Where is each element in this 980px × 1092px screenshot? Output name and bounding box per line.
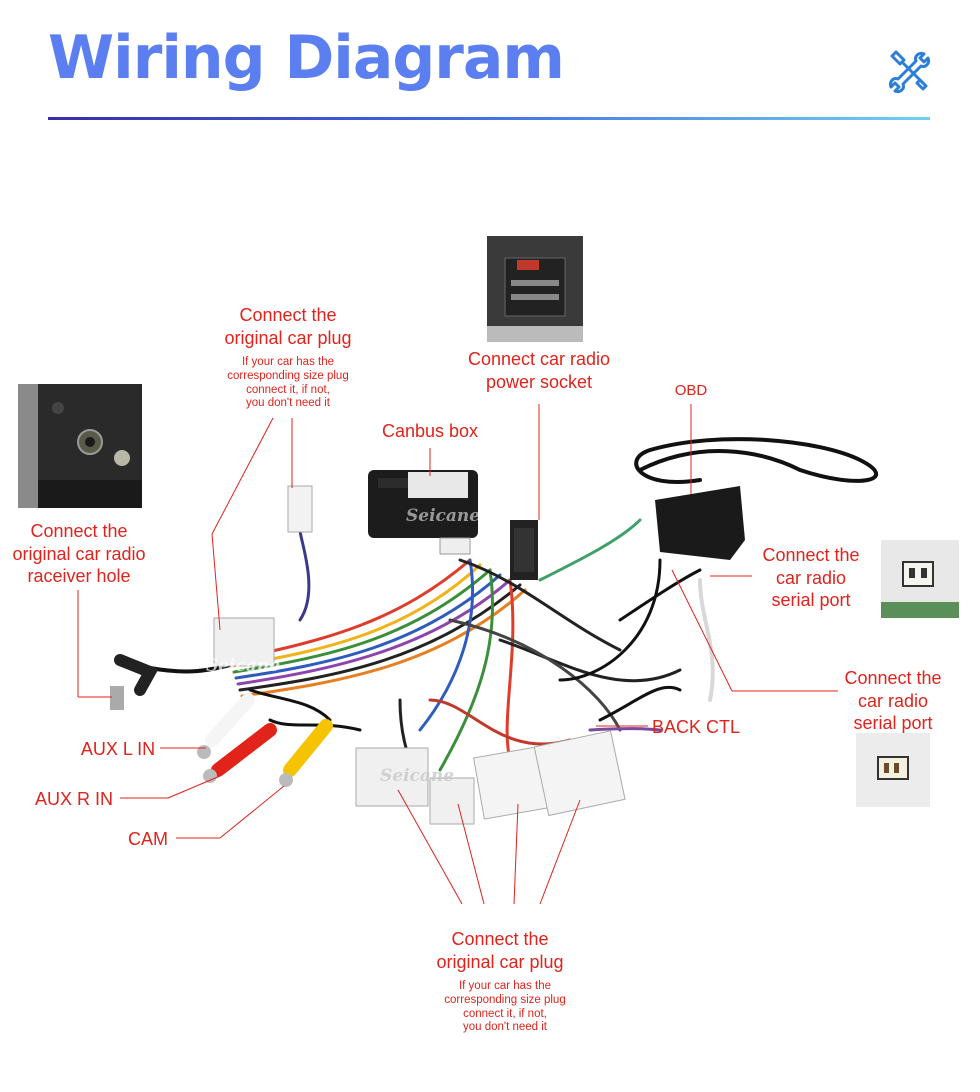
- label-line: Connect the: [239, 305, 337, 325]
- watermark: Seicane: [206, 656, 281, 676]
- label-line: Connect the: [844, 668, 942, 688]
- label-power-socket: Connect car radio power socket: [454, 348, 624, 393]
- label-back-ctl: BACK CTL: [652, 717, 741, 737]
- label-line: Connect the: [762, 545, 860, 565]
- note-line: connect it, if not,: [463, 1007, 547, 1020]
- note-line: you don't need it: [462, 1021, 548, 1034]
- label-original-plug-bottom: Connect the original car plug: [420, 928, 580, 973]
- note-original-plug-top: If your car has the corresponding size p…: [208, 356, 368, 411]
- note-line: corresponding size plug: [444, 993, 566, 1006]
- label-serial-port-1: Connect the car radio serial port: [752, 544, 870, 612]
- label-line: car radio: [775, 567, 847, 588]
- power-socket-photo: [487, 236, 583, 342]
- label-line: power socket: [485, 371, 593, 392]
- watermark: Seicane: [406, 506, 481, 526]
- label-cam: CAM: [128, 829, 168, 849]
- label-line: Connect the: [451, 929, 549, 949]
- label-line: original car plug: [436, 951, 564, 972]
- label-line: car radio: [857, 690, 929, 711]
- label-line: original car plug: [224, 327, 352, 348]
- label-line: original car radio: [12, 543, 146, 564]
- label-line: serial port: [853, 713, 933, 733]
- tools-icon: [889, 50, 930, 93]
- label-receiver-hole: Connect the original car radio raceiver …: [4, 520, 154, 588]
- label-canbus-box: Canbus box: [381, 421, 479, 441]
- note-line: If your car has the: [458, 980, 552, 992]
- label-aux-r: AUX R IN: [34, 789, 113, 809]
- label-line: Connect the: [30, 521, 128, 541]
- serial-port-photo-1: [881, 540, 959, 618]
- note-line: connect it, if not,: [246, 383, 330, 396]
- title-underline: [48, 117, 930, 120]
- label-serial-port-2: Connect the car radio serial port: [834, 667, 952, 735]
- serial-port-photo-2: [856, 733, 930, 807]
- obd-box: [655, 486, 745, 560]
- receiver-hole-photo: [18, 384, 142, 508]
- label-line: raceiver hole: [27, 566, 131, 586]
- page-title: Wiring Diagram: [48, 23, 565, 93]
- label-obd: OBD: [674, 382, 708, 399]
- label-line: Connect car radio: [467, 349, 611, 369]
- label-original-plug-top: Connect the original car plug: [208, 304, 368, 349]
- note-line: If your car has the: [241, 356, 335, 368]
- watermark: Seicane: [380, 766, 455, 786]
- note-line: corresponding size plug: [227, 369, 349, 382]
- label-line: serial port: [771, 590, 851, 610]
- canbus-box: [368, 470, 478, 555]
- note-line: you don't need it: [245, 397, 331, 410]
- note-original-plug-bottom: If your car has the corresponding size p…: [420, 980, 590, 1035]
- label-aux-l: AUX L IN: [80, 739, 156, 759]
